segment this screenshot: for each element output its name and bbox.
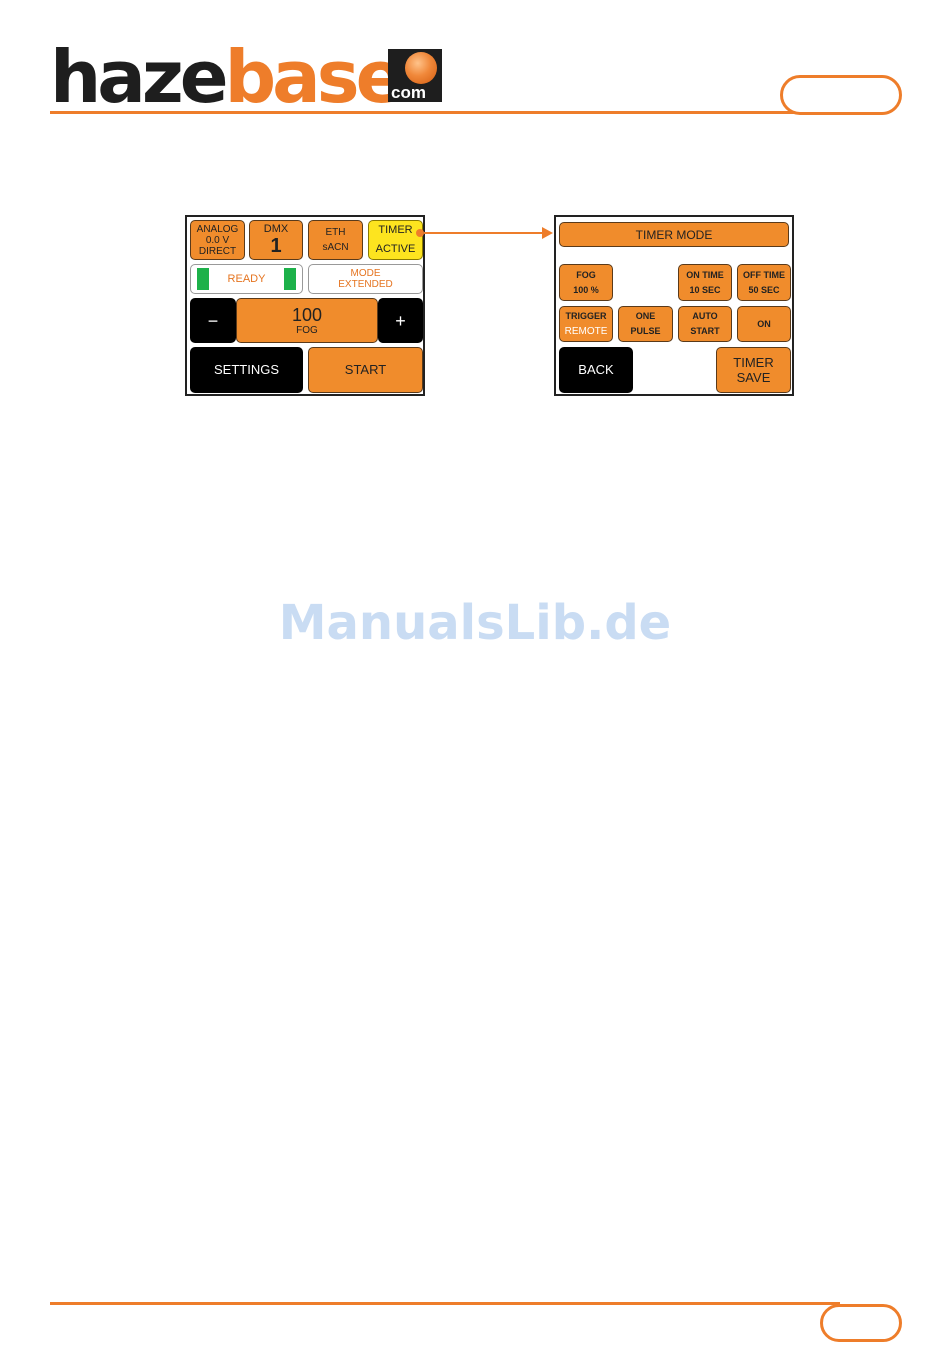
fog-label: FOG bbox=[296, 325, 318, 337]
footer-rule bbox=[50, 1302, 840, 1305]
one-pulse-line1: ONE bbox=[636, 309, 656, 324]
fog-level-button[interactable]: FOG 100 % bbox=[559, 264, 613, 301]
mode-button[interactable]: MODE EXTENDED bbox=[308, 264, 423, 294]
connector-line bbox=[424, 232, 544, 234]
on-time-value: 10 SEC bbox=[689, 283, 720, 298]
fog-value: 100 bbox=[292, 305, 322, 325]
mode-value: EXTENDED bbox=[338, 279, 392, 290]
fog-level-label: FOG bbox=[576, 268, 596, 283]
analog-voltage: 0.0 V bbox=[206, 235, 229, 246]
start-button[interactable]: START bbox=[308, 347, 423, 393]
status-text: READY bbox=[228, 273, 266, 285]
back-label: BACK bbox=[578, 364, 613, 376]
analog-label: ANALOG bbox=[197, 224, 239, 235]
header-tab-pill bbox=[780, 75, 902, 115]
timer-mode-screen: TIMER MODE FOG 100 % ON TIME 10 SEC OFF … bbox=[554, 215, 794, 396]
logo-com: com bbox=[391, 84, 426, 102]
status-ready-panel: READY bbox=[190, 264, 303, 294]
logo-ball-icon bbox=[405, 52, 437, 84]
timer-button[interactable]: TIMER ACTIVE bbox=[368, 220, 423, 260]
minus-button[interactable]: − bbox=[190, 298, 236, 343]
timer-label: TIMER bbox=[378, 221, 412, 240]
arrow-right-icon bbox=[542, 227, 553, 239]
timer-save-line1: TIMER bbox=[733, 355, 773, 370]
plus-button[interactable]: + bbox=[378, 298, 423, 343]
settings-label: SETTINGS bbox=[214, 364, 279, 376]
trigger-label: TRIGGER bbox=[565, 309, 606, 324]
auto-start-line2: START bbox=[690, 324, 719, 339]
eth-protocol: sACN bbox=[322, 240, 348, 255]
eth-label: ETH bbox=[326, 225, 346, 240]
timer-save-button[interactable]: TIMER SAVE bbox=[716, 347, 791, 393]
logo-text-base: base bbox=[225, 35, 401, 119]
header-rule bbox=[50, 111, 850, 114]
timer-mode-title: TIMER MODE bbox=[559, 222, 789, 247]
settings-button[interactable]: SETTINGS bbox=[190, 347, 303, 393]
ready-indicator-right bbox=[284, 268, 296, 290]
logo-text-haze: haze bbox=[50, 35, 225, 119]
analog-button[interactable]: ANALOG 0.0 V DIRECT bbox=[190, 220, 245, 260]
one-pulse-line2: PULSE bbox=[630, 324, 660, 339]
start-label: START bbox=[345, 364, 386, 376]
off-time-button[interactable]: OFF TIME 50 SEC bbox=[737, 264, 791, 301]
off-time-label: OFF TIME bbox=[743, 268, 785, 283]
on-time-label: ON TIME bbox=[686, 268, 724, 283]
dmx-button[interactable]: DMX 1 bbox=[249, 220, 303, 260]
fog-output-display: 100 FOG bbox=[236, 298, 378, 343]
eth-button[interactable]: ETH sACN bbox=[308, 220, 363, 260]
timer-state: ACTIVE bbox=[376, 240, 416, 259]
main-screen: ANALOG 0.0 V DIRECT DMX 1 ETH sACN TIMER… bbox=[185, 215, 425, 396]
fog-level-value: 100 % bbox=[573, 283, 599, 298]
trigger-button[interactable]: TRIGGER REMOTE bbox=[559, 306, 613, 342]
one-pulse-button[interactable]: ONE PULSE bbox=[618, 306, 673, 342]
connector-dot bbox=[416, 229, 424, 237]
on-toggle-button[interactable]: ON bbox=[737, 306, 791, 342]
minus-icon: − bbox=[208, 315, 219, 327]
dmx-address: 1 bbox=[270, 235, 281, 257]
ready-indicator-left bbox=[197, 268, 209, 290]
back-button[interactable]: BACK bbox=[559, 347, 633, 393]
hazebase-logo: hazebase bbox=[50, 42, 400, 112]
plus-icon: + bbox=[395, 315, 406, 327]
watermark: ManualsLib.de bbox=[0, 595, 950, 651]
off-time-value: 50 SEC bbox=[748, 283, 779, 298]
dmx-label: DMX bbox=[264, 223, 288, 235]
timer-save-line2: SAVE bbox=[737, 370, 771, 385]
on-toggle-label: ON bbox=[757, 318, 771, 330]
on-time-button[interactable]: ON TIME 10 SEC bbox=[678, 264, 732, 301]
logo-mark: com bbox=[388, 49, 442, 102]
footer-page-pill bbox=[820, 1304, 902, 1342]
auto-start-button[interactable]: AUTO START bbox=[678, 306, 732, 342]
mode-label: MODE bbox=[351, 268, 381, 279]
analog-mode: DIRECT bbox=[199, 246, 236, 257]
timer-mode-title-text: TIMER MODE bbox=[636, 229, 713, 241]
trigger-value: REMOTE bbox=[565, 324, 608, 339]
auto-start-line1: AUTO bbox=[692, 309, 717, 324]
